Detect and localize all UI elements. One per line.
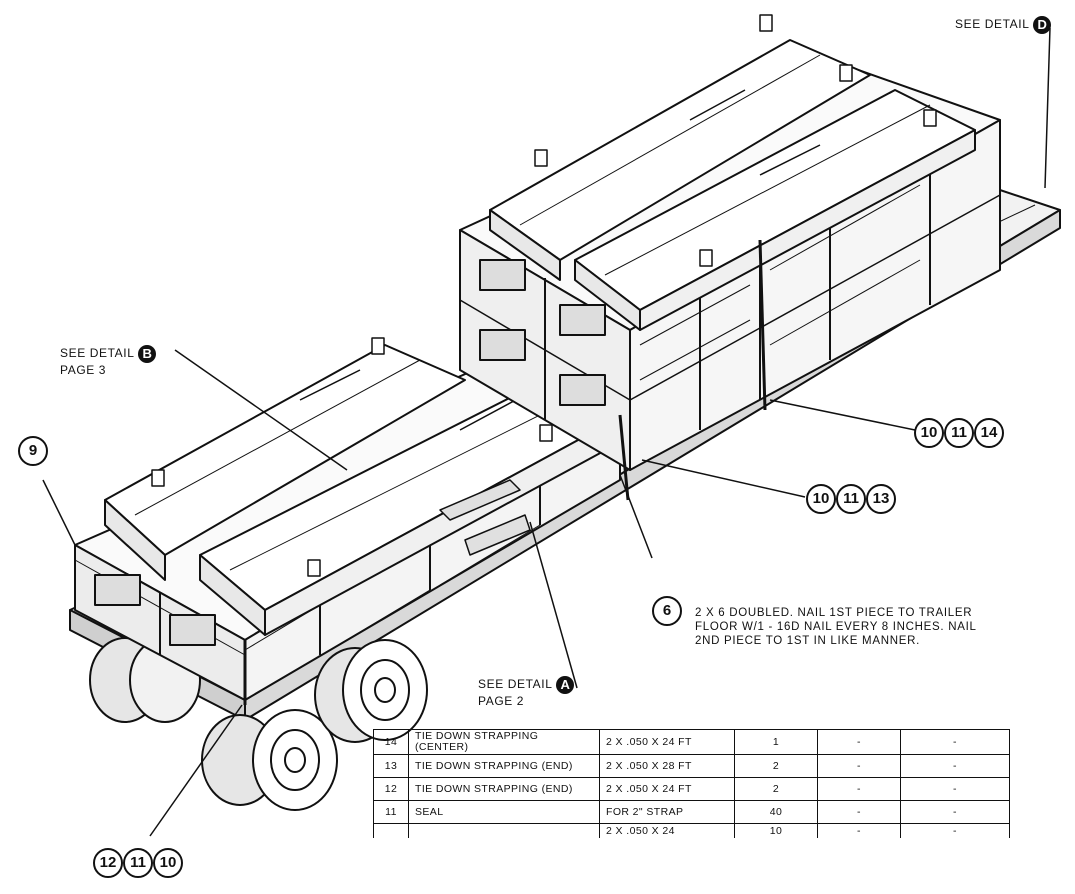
detail-d-badge: D <box>1033 16 1052 34</box>
balloon-14: 14 <box>974 418 1004 448</box>
balloon-10-c: 10 <box>153 848 183 878</box>
table-row: 2 X .050 X 24 10 - - <box>373 823 1010 838</box>
dunnage-2x6 <box>439 479 531 556</box>
parts-list-table: 14 TIE DOWN STRAPPING (CENTER) 2 X .050 … <box>373 729 1010 838</box>
forward-container-lids <box>489 39 976 331</box>
balloon-13: 13 <box>866 484 896 514</box>
balloon-11-b: 11 <box>836 484 866 514</box>
detail-a-badge: A <box>556 676 575 694</box>
balloon-9: 9 <box>18 436 48 466</box>
table-row: 11 SEAL FOR 2" STRAP 40 - - <box>373 800 1010 824</box>
balloon-11-c: 11 <box>123 848 153 878</box>
balloon-6: 6 <box>652 596 682 626</box>
lifting-lugs <box>151 14 937 577</box>
table-row: 13 TIE DOWN STRAPPING (END) 2 X .050 X 2… <box>373 754 1010 778</box>
balloon-11-a: 11 <box>944 418 974 448</box>
balloon-10-b: 10 <box>806 484 836 514</box>
table-row: 12 TIE DOWN STRAPPING (END) 2 X .050 X 2… <box>373 777 1010 801</box>
table-row: 14 TIE DOWN STRAPPING (CENTER) 2 X .050 … <box>373 729 1010 755</box>
detail-b-badge: B <box>138 345 157 363</box>
tie-down-strapping <box>243 239 767 705</box>
balloon-10-a: 10 <box>914 418 944 448</box>
leader-lines <box>42 27 1051 837</box>
balloon-12: 12 <box>93 848 123 878</box>
rear-container-lids <box>104 344 616 636</box>
note-item-6: 2 X 6 DOUBLED. NAIL 1ST PIECE TO TRAILER… <box>695 607 977 647</box>
